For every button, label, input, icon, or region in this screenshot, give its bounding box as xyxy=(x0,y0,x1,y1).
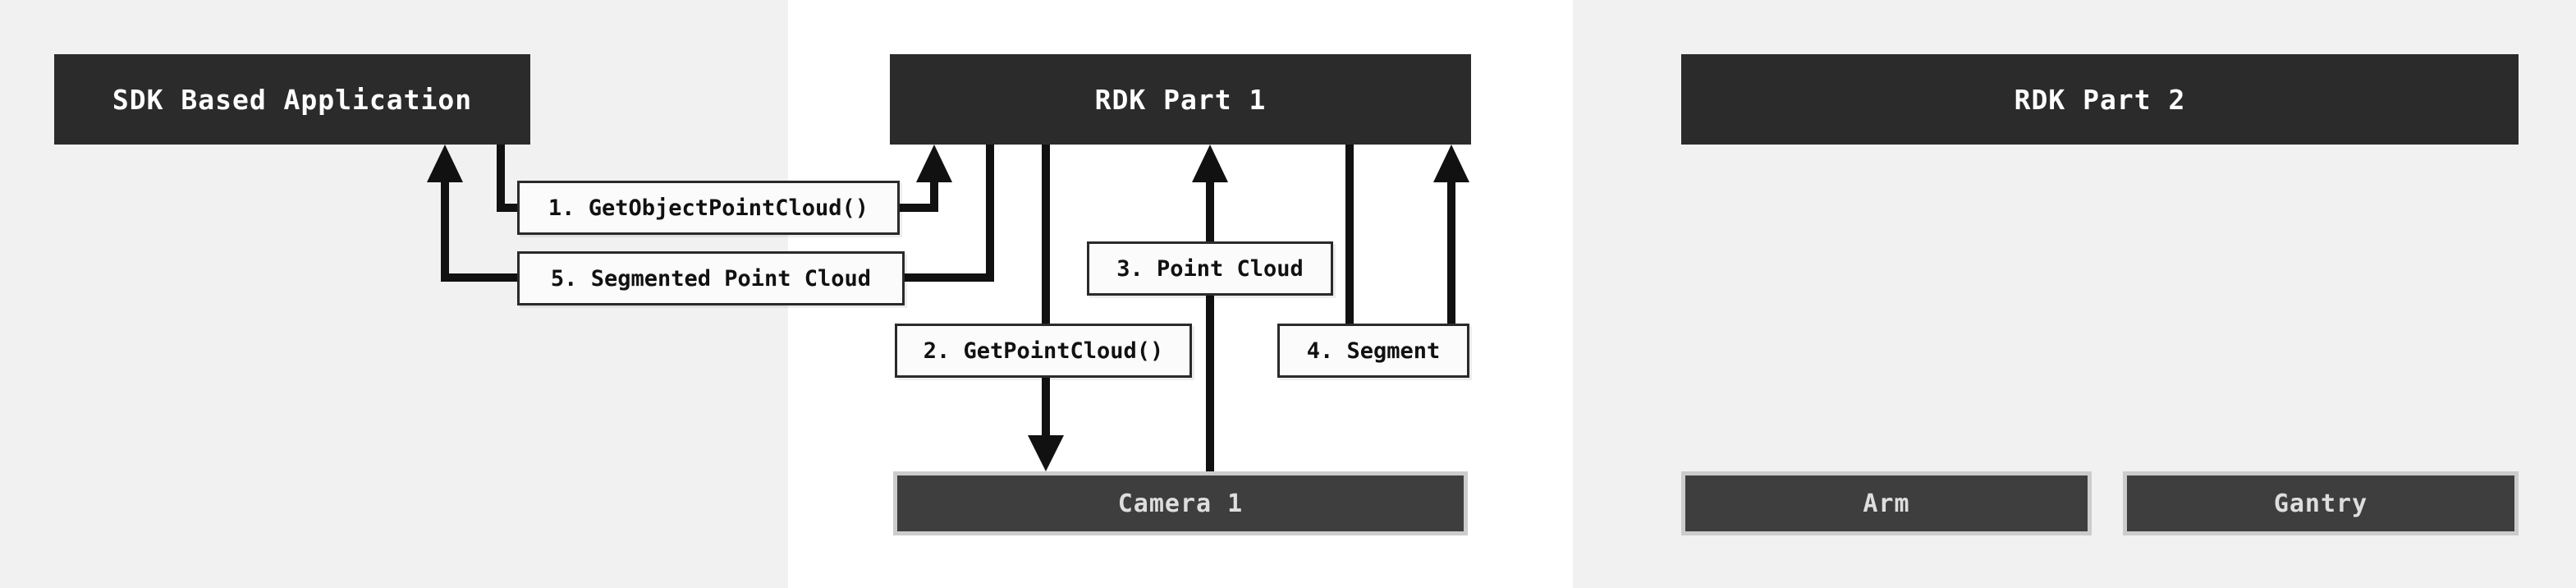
node-gantry-label: Gantry xyxy=(2273,489,2368,518)
edge-label-point-cloud: 3. Point Cloud xyxy=(1087,241,1333,296)
node-rdk-part-2-label: RDK Part 2 xyxy=(2014,83,2186,116)
edge-label-segment-text: 4. Segment xyxy=(1306,338,1441,364)
node-rdk-part-1: RDK Part 1 xyxy=(890,54,1471,145)
edge-label-get-point-cloud: 2. GetPointCloud() xyxy=(895,324,1192,378)
node-camera-1-label: Camera 1 xyxy=(1117,489,1244,518)
node-rdk-part-1-label: RDK Part 1 xyxy=(1094,83,1267,116)
node-sdk-based-application: SDK Based Application xyxy=(54,54,530,145)
node-camera-1: Camera 1 xyxy=(893,471,1468,535)
node-gantry: Gantry xyxy=(2123,471,2519,535)
edge-label-get-object-point-cloud: 1. GetObjectPointCloud() xyxy=(517,181,900,235)
node-sdk-based-application-label: SDK Based Application xyxy=(112,83,473,116)
edge-label-segment: 4. Segment xyxy=(1277,324,1469,378)
edge-label-get-point-cloud-text: 2. GetPointCloud() xyxy=(923,338,1164,364)
edge-label-get-object-point-cloud-text: 1. GetObjectPointCloud() xyxy=(548,195,869,221)
edge-label-segmented-point-cloud: 5. Segmented Point Cloud xyxy=(517,251,905,305)
node-arm: Arm xyxy=(1681,471,2092,535)
node-arm-label: Arm xyxy=(1863,489,1910,518)
edge-label-segmented-point-cloud-text: 5. Segmented Point Cloud xyxy=(550,265,872,292)
node-rdk-part-2: RDK Part 2 xyxy=(1681,54,2519,145)
edge-label-point-cloud-text: 3. Point Cloud xyxy=(1116,255,1304,282)
